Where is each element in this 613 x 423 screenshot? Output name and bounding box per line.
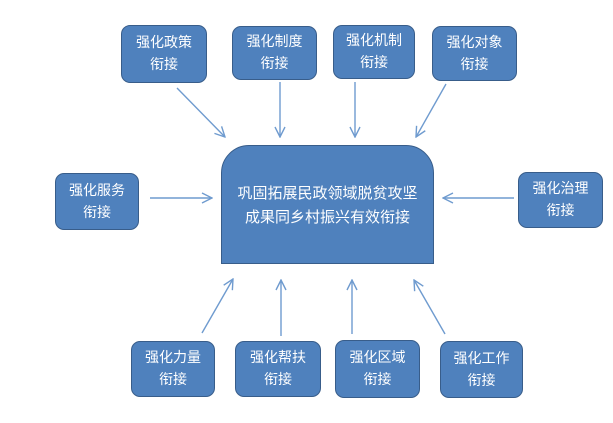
node-system: 强化制度 衔接 (232, 26, 317, 80)
node-target-line2: 衔接 (460, 56, 489, 73)
node-policy: 强化政策 衔接 (121, 25, 207, 83)
node-assistance-line2: 衔接 (264, 372, 292, 388)
node-policy-line2: 衔接 (150, 57, 178, 73)
node-target: 强化对象 衔接 (432, 26, 517, 81)
node-system-line1: 强化制度 (246, 34, 303, 50)
arrow-work (414, 280, 446, 335)
node-policy-line1: 强化政策 (136, 35, 192, 51)
node-service-line2: 衔接 (83, 204, 111, 221)
node-mechanism-line2: 衔接 (360, 55, 388, 71)
node-governance-line2: 衔接 (546, 203, 575, 219)
center-goal-line2: 成果同乡村振兴有效衔接 (244, 207, 410, 226)
arrow-target (416, 83, 447, 137)
arrow-policy (176, 87, 225, 137)
arrow-force (201, 279, 233, 334)
node-system-line2: 衔接 (260, 56, 289, 72)
node-work-line1: 强化工作 (453, 350, 510, 367)
node-mechanism: 强化机制 衔接 (333, 25, 415, 79)
node-target-line1: 强化对象 (446, 34, 503, 51)
node-assistance: 强化帮扶 衔接 (235, 341, 321, 397)
center-goal-box: 巩固拓展民政领域脱贫攻坚 成果同乡村振兴有效衔接 (221, 145, 434, 264)
node-governance: 强化治理 衔接 (518, 172, 603, 228)
node-assistance-line1: 强化帮扶 (250, 350, 306, 366)
node-region-line2: 衔接 (363, 372, 392, 388)
node-region: 强化区域 衔接 (335, 340, 420, 398)
node-force-line2: 衔接 (159, 372, 187, 388)
node-service: 强化服务 衔接 (55, 173, 139, 230)
node-mechanism-line1: 强化机制 (346, 33, 402, 49)
node-force: 强化力量 衔接 (131, 341, 215, 397)
node-service-line1: 强化服务 (69, 182, 125, 199)
node-region-line1: 强化区域 (349, 350, 406, 366)
node-work: 强化工作 衔接 (440, 341, 523, 398)
center-goal-line1: 巩固拓展民政领域脱贫攻坚 (237, 183, 418, 202)
node-work-line2: 衔接 (467, 372, 496, 389)
node-governance-line1: 强化治理 (532, 181, 589, 197)
node-force-line1: 强化力量 (145, 350, 201, 366)
